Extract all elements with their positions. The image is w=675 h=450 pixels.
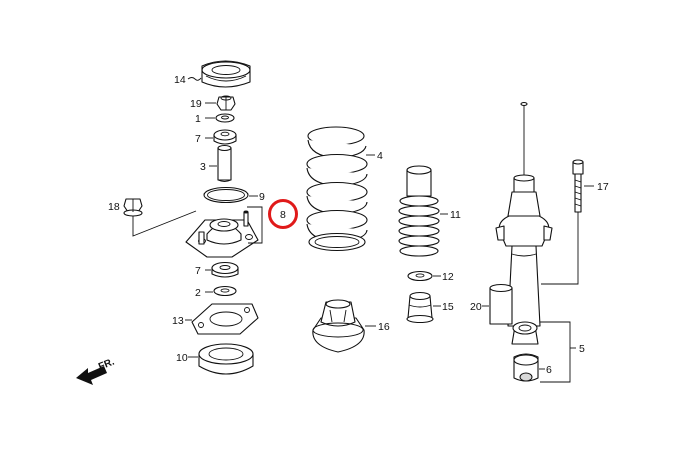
lower-washer-part <box>213 285 237 297</box>
callout-12: 12 <box>442 271 454 283</box>
callout-11: 11 <box>450 209 461 221</box>
spring-seat-ring-part <box>198 343 254 375</box>
callout-1: 1 <box>195 113 201 125</box>
leader-18 <box>132 210 197 237</box>
callout-5: 5 <box>579 343 585 355</box>
bump-stop-part <box>406 291 434 324</box>
callout-15: 15 <box>442 301 454 313</box>
lower-eye-bushing-part <box>511 321 539 345</box>
callout-18: 18 <box>108 201 120 213</box>
callout-17: 17 <box>597 181 609 193</box>
sleeve-tube-part <box>489 283 513 325</box>
coil-spring-part <box>306 126 368 252</box>
callout-3: 3 <box>200 161 206 173</box>
flange-nut-part <box>123 198 143 217</box>
callout-10: 10 <box>176 352 188 364</box>
callout-8-highlight-ring <box>268 199 298 229</box>
o-ring-part <box>203 186 249 204</box>
callout-6: 6 <box>546 364 552 376</box>
self-locking-nut-part <box>216 95 236 111</box>
mount-gasket-part <box>191 303 259 335</box>
callout-8: 8 <box>280 209 286 221</box>
lower-spring-seat-part <box>312 299 365 353</box>
upper-bushing-part <box>213 129 237 145</box>
bump-washer-part <box>407 270 433 282</box>
callout-14: 14 <box>174 74 186 86</box>
lower-bushing-part <box>211 261 239 278</box>
collar-tube-part <box>217 144 232 182</box>
callout-20: 20 <box>470 301 482 313</box>
spring-seat-rubber-part <box>201 60 251 88</box>
callout-19: 19 <box>190 98 202 110</box>
leader-8 <box>247 206 263 244</box>
front-direction-arrow-icon <box>76 366 107 385</box>
front-direction-label: FR. <box>97 356 116 372</box>
leader-17-to-shock <box>541 212 579 285</box>
shock-mount-base-part <box>185 210 259 258</box>
callout-4: 4 <box>377 150 383 162</box>
callout-9: 9 <box>259 191 265 203</box>
callout-7-lower: 7 <box>195 265 201 277</box>
shock-absorber-part <box>495 101 553 327</box>
leader-14 <box>187 77 202 81</box>
dust-boot-part <box>398 165 440 257</box>
callout-7-upper: 7 <box>195 133 201 145</box>
washer-part <box>215 113 235 123</box>
mounting-bolt-part <box>572 159 584 213</box>
callout-13: 13 <box>172 315 184 327</box>
callout-2: 2 <box>195 287 201 299</box>
leader-5 <box>540 321 571 383</box>
callout-16: 16 <box>378 321 390 333</box>
bushing-part <box>513 353 539 382</box>
